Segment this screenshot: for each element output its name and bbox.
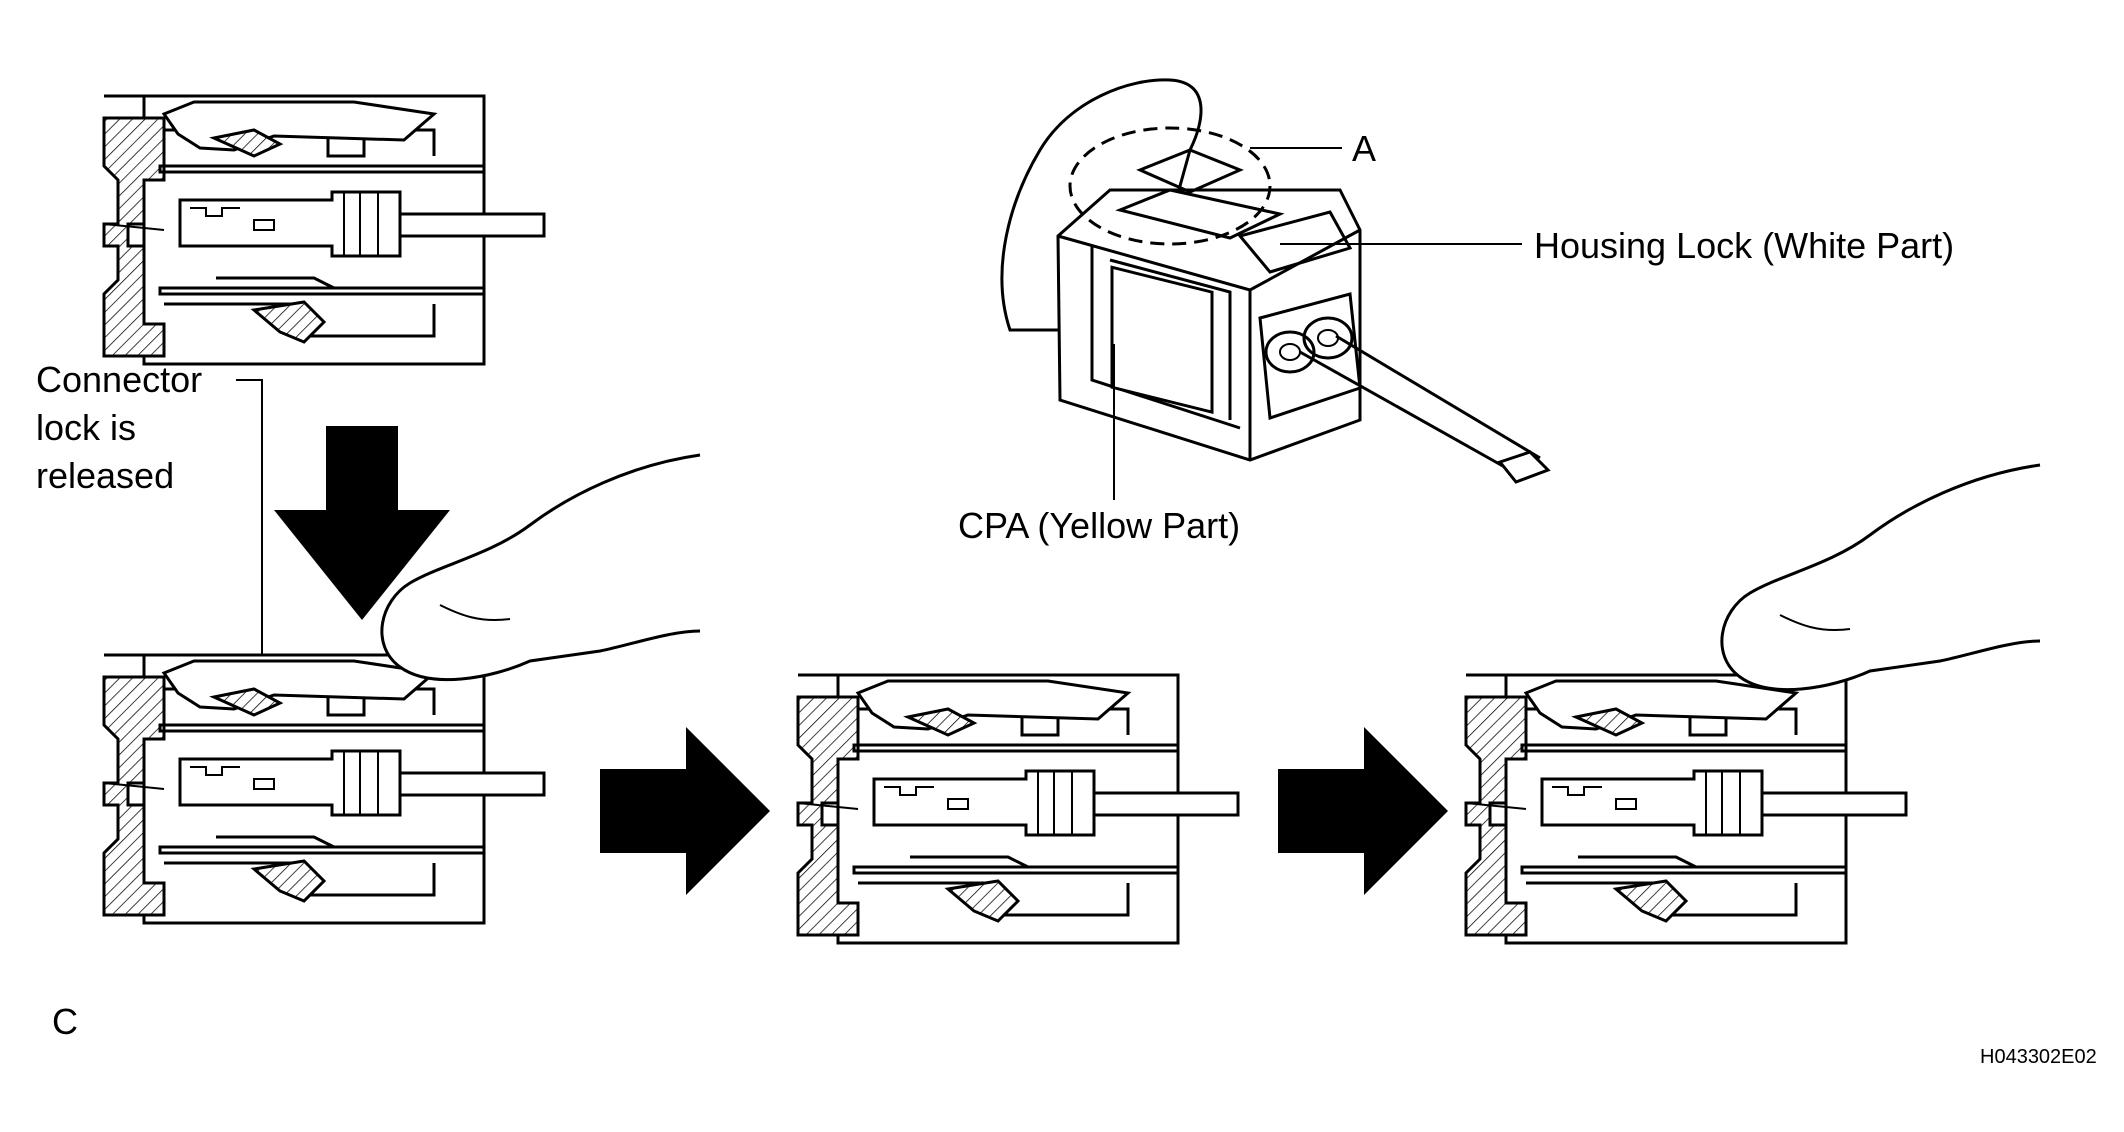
arrow-down-icon <box>274 426 450 620</box>
connector-3d-view <box>1000 78 1551 484</box>
connector-section-step-3 <box>1464 673 1908 945</box>
connector-section-step-2 <box>796 673 1240 945</box>
arrow-right-1-icon <box>600 727 770 895</box>
arrow-right-2-icon <box>1278 727 1448 895</box>
connector-section-step-1 <box>102 653 546 925</box>
svg-text:released: released <box>36 455 174 496</box>
figure-code: H043302E02 <box>1980 1046 2097 1068</box>
label-a: A <box>1352 128 1376 169</box>
finger-press-1 <box>380 453 702 682</box>
label-c: C <box>52 1001 78 1042</box>
detail-a-circle <box>1068 126 1272 246</box>
finger-press-2 <box>1720 463 2042 692</box>
connector-lock-leader <box>236 379 263 700</box>
svg-text:lock is: lock is <box>36 407 136 448</box>
svg-text:Connector: Connector <box>36 359 202 400</box>
connector-section-locked <box>102 94 546 366</box>
label-cpa: CPA (Yellow Part) <box>958 505 1240 546</box>
label-housing-lock: Housing Lock (White Part) <box>1534 225 1954 266</box>
connector-lock-label: Connector lock is released <box>36 359 202 496</box>
